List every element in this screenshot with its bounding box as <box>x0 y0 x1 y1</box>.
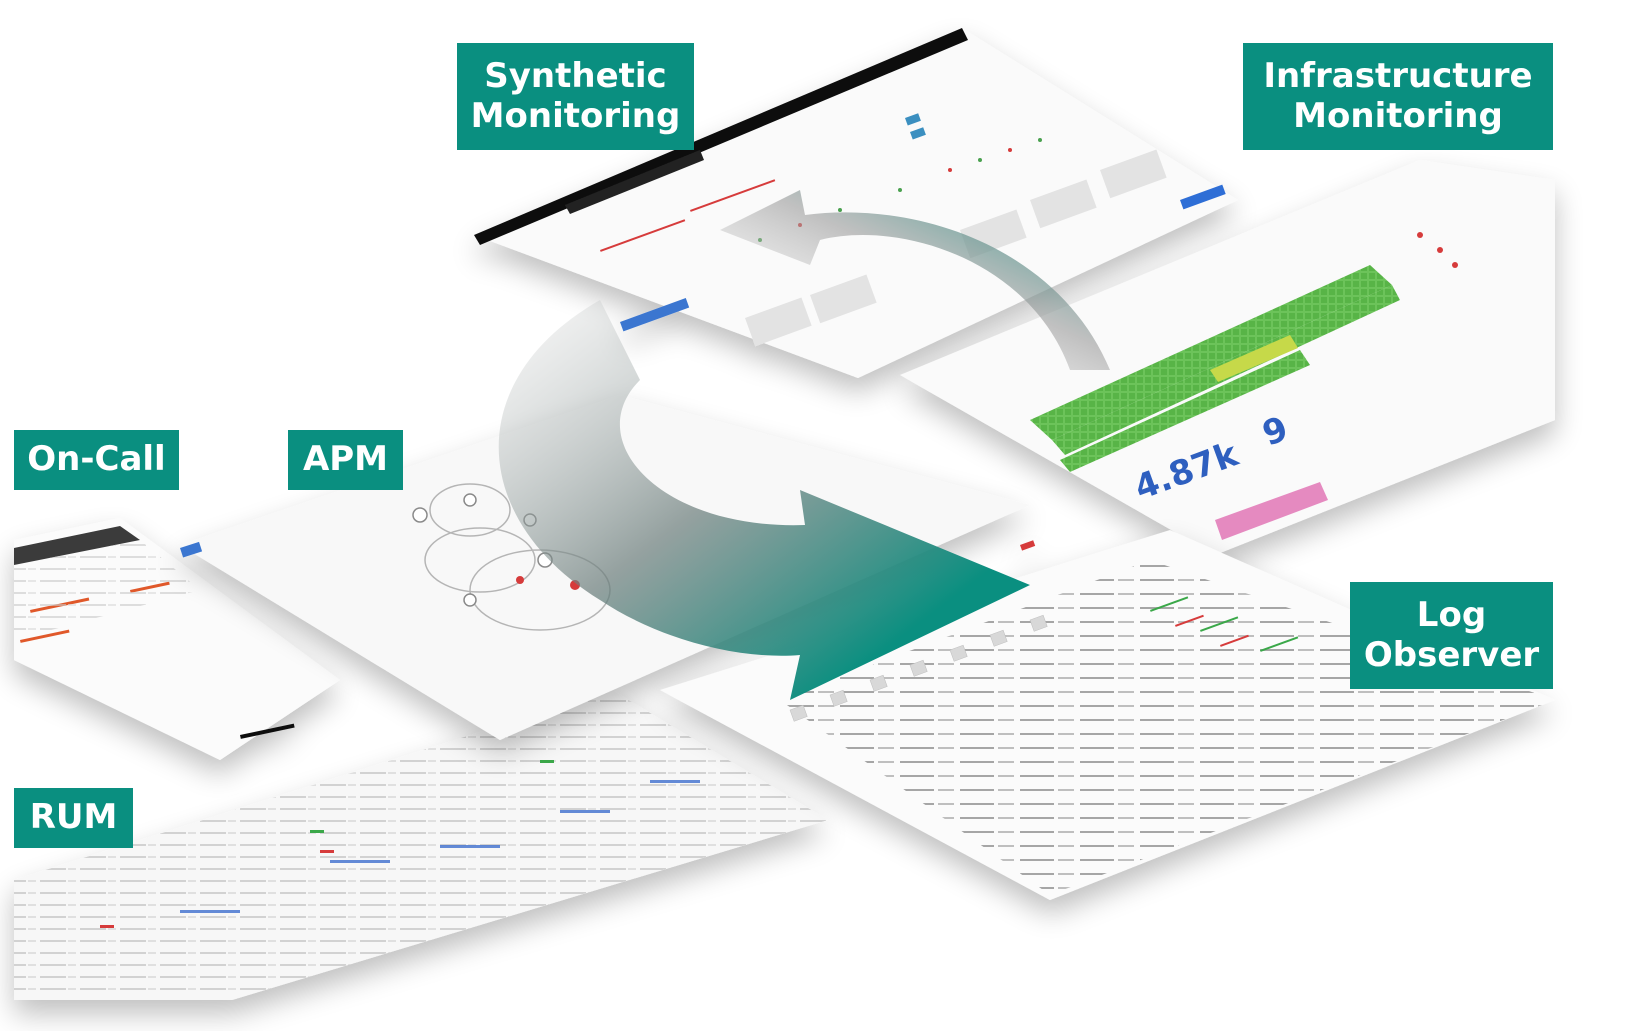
on-call-label: On-Call <box>14 430 179 490</box>
cycle-arrow-top <box>720 190 1110 370</box>
on-call-screenshot-panel <box>14 518 340 760</box>
log-observer-label: Log Observer <box>1350 582 1553 689</box>
rum-screenshot-panel <box>14 690 828 1000</box>
synthetic-monitoring-screenshot-panel <box>474 28 1238 378</box>
histogram-pink <box>1215 482 1328 540</box>
cycle-arrow-bottom <box>498 300 1030 700</box>
infrastructure-monitoring-screenshot-panel: 4.87k 9 <box>900 160 1555 555</box>
heatmap <box>1030 265 1400 472</box>
infrastructure-monitoring-label: Infrastructure Monitoring <box>1243 43 1553 150</box>
synthetic-monitoring-label: Synthetic Monitoring <box>457 43 694 150</box>
apm-label: APM <box>288 430 403 490</box>
rum-label: RUM <box>14 788 133 848</box>
